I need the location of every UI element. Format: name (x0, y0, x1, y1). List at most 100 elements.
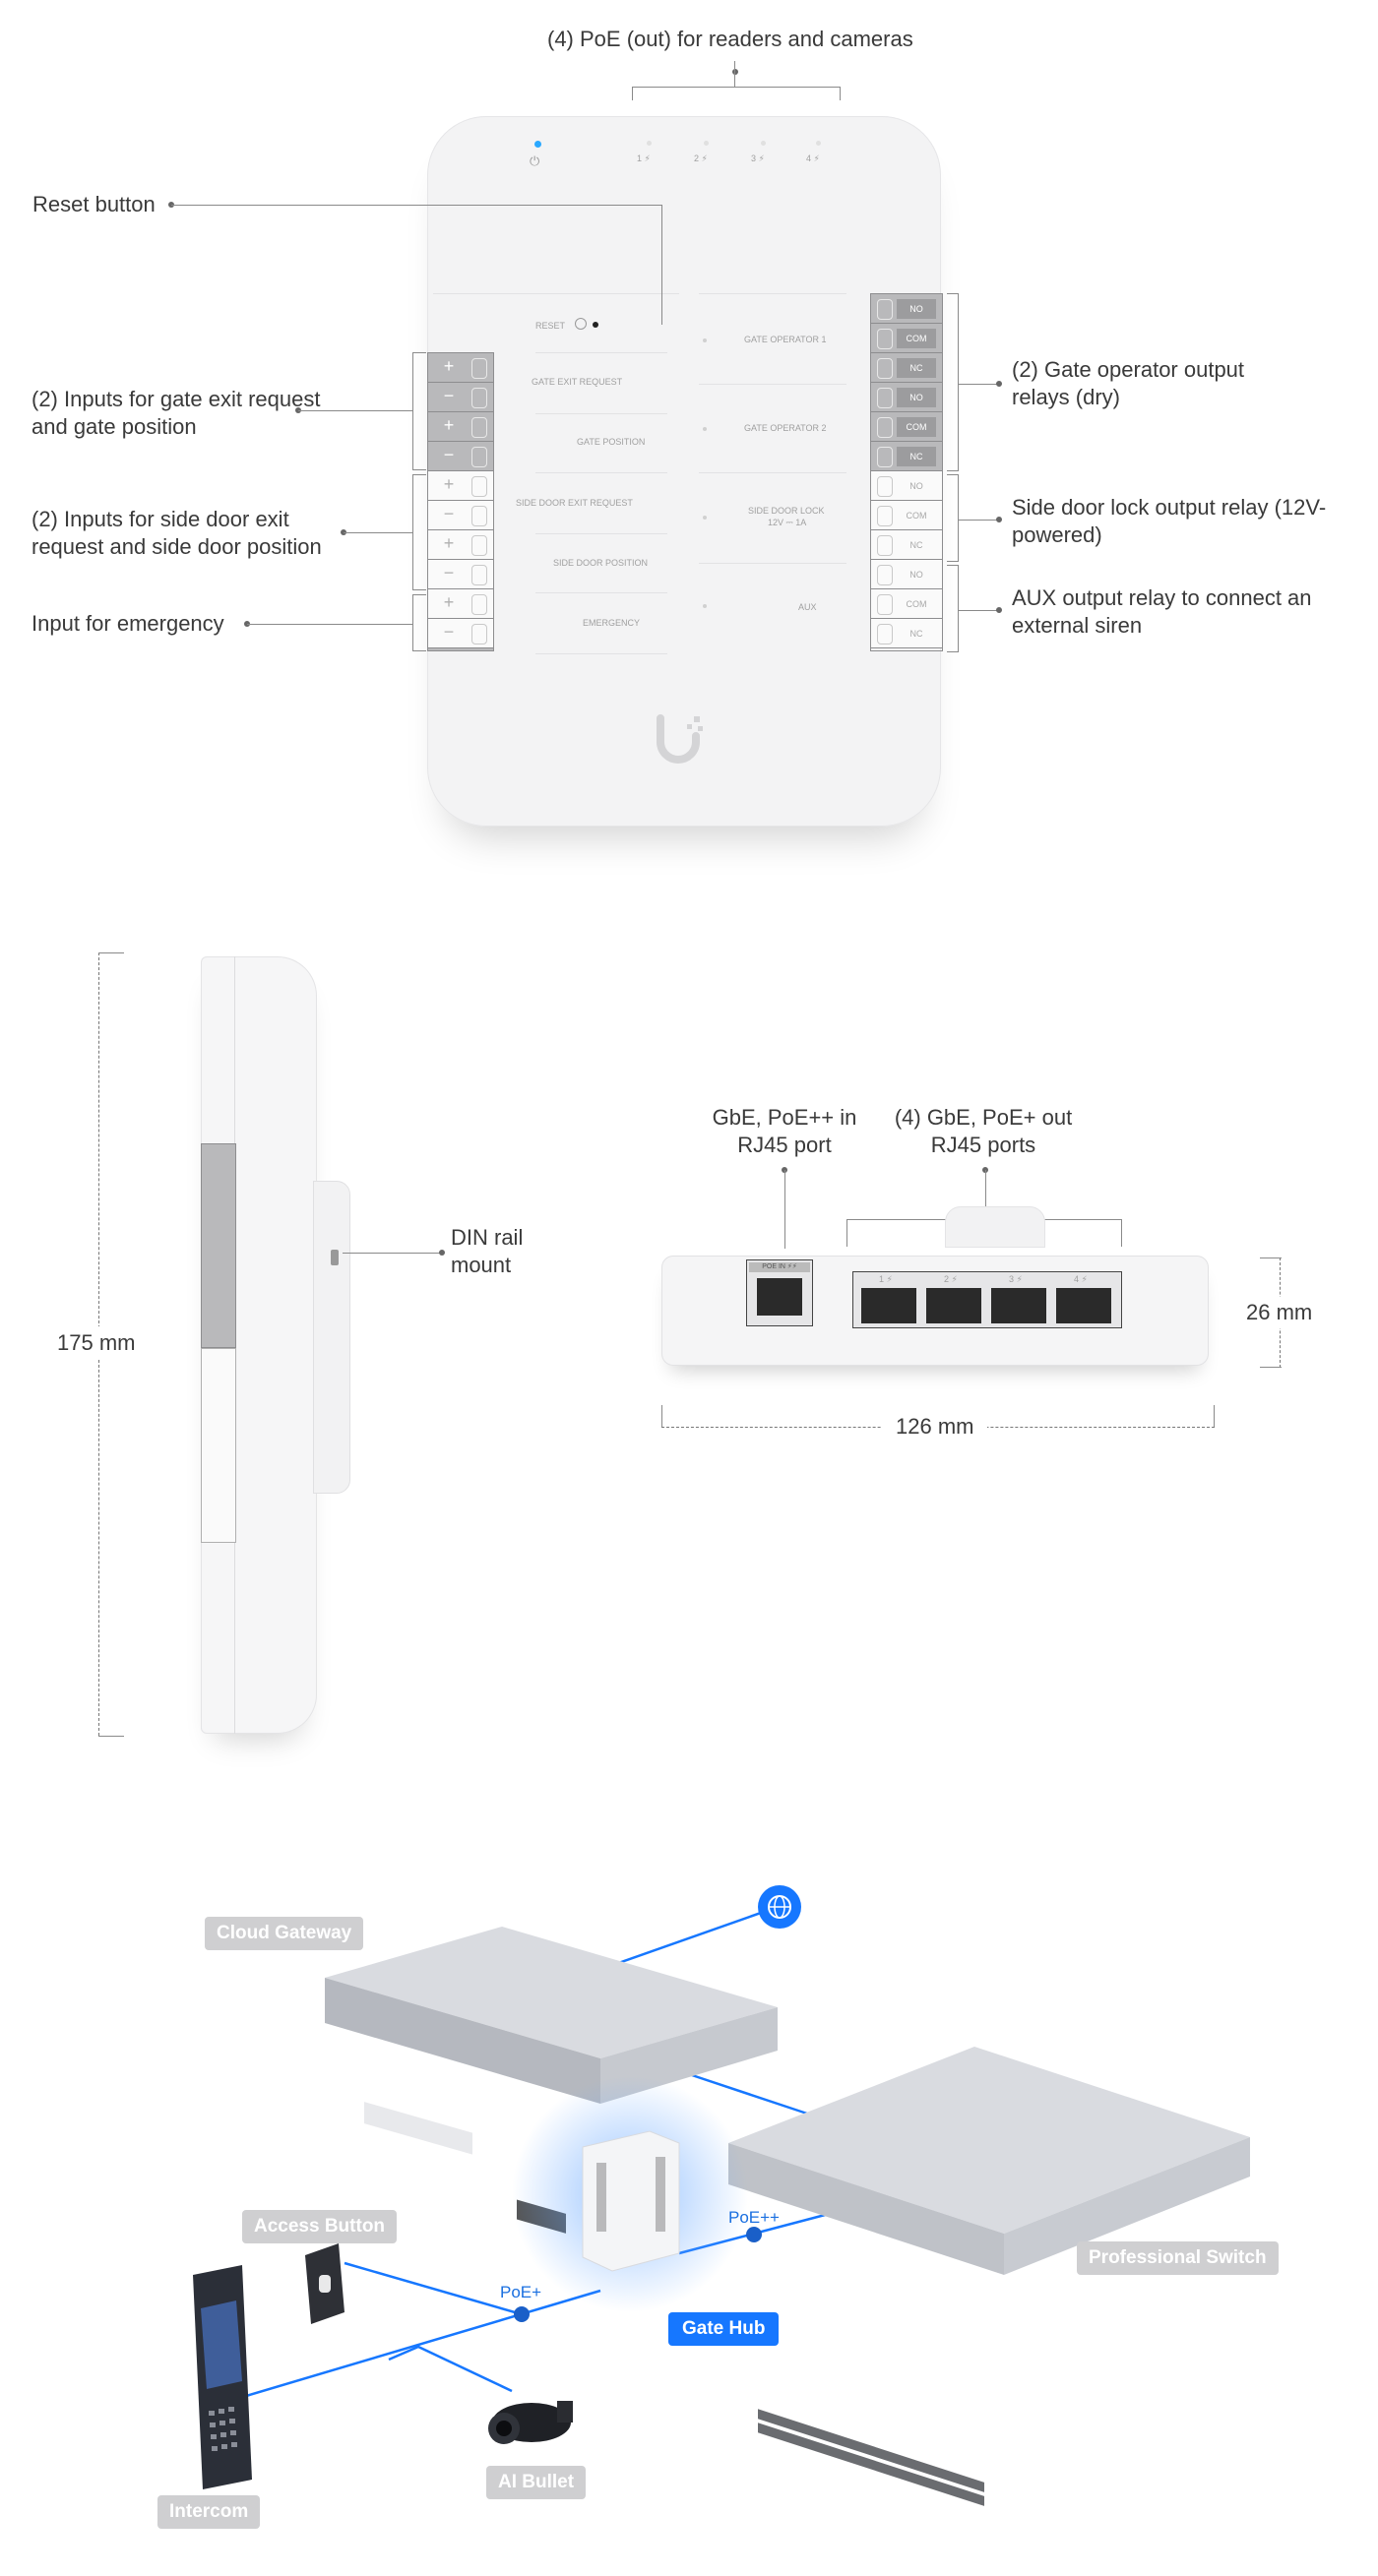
gate-relays-callout: (2) Gate operator output relays (dry) (1012, 357, 1245, 409)
rj45-socket[interactable] (861, 1288, 916, 1323)
terminal[interactable]: + (428, 353, 493, 383)
callout-bracket (412, 352, 413, 470)
din-latch (331, 1250, 339, 1265)
callout-bracket (632, 87, 633, 100)
poe-out-ports-callout: (4) GbE, PoE+ out RJ45 ports (894, 1105, 1073, 1157)
terminal-screw (877, 506, 893, 526)
callout-bracket (412, 594, 413, 651)
terminal[interactable]: + (428, 530, 493, 560)
switch-front (728, 2143, 1004, 2275)
terminal[interactable]: NC (871, 619, 942, 648)
terminal-plus: + (443, 533, 455, 553)
callout-bracket (958, 474, 959, 561)
relay-terminal-block: NO COM NC NO COM NC NO COM NC NO COM NC (870, 293, 943, 651)
terminal-screw (877, 299, 893, 320)
port-led (704, 141, 709, 146)
reset-hole[interactable] (575, 318, 587, 330)
callout-line (343, 1253, 441, 1254)
callout-line (784, 1170, 785, 1249)
rj45-socket[interactable] (926, 1288, 981, 1323)
terminal[interactable]: − (428, 442, 493, 471)
divider (699, 563, 846, 564)
terminal[interactable]: − (428, 619, 493, 648)
gate-inputs-callout: (2) Inputs for gate exit request and gat… (31, 387, 321, 439)
divider (699, 472, 846, 473)
terminal-minus: − (443, 445, 455, 464)
din-clip-top (945, 1206, 1045, 1248)
cloud-gateway-top (325, 1927, 778, 2058)
poe-marker (746, 2227, 762, 2242)
width-label: 126 mm (882, 1413, 988, 1441)
terminal[interactable]: COM (871, 589, 942, 619)
professional-switch-tag: Professional Switch (1077, 2241, 1279, 2275)
relay-led (703, 604, 707, 608)
gate-operator-1-text: GATE OPERATOR 1 (744, 335, 827, 344)
terminal[interactable]: + (428, 471, 493, 501)
callout-bracket (412, 594, 426, 595)
terminal[interactable]: + (428, 412, 493, 442)
ai-bullet-lens (496, 2421, 512, 2436)
link-gateway-switch (688, 2072, 808, 2116)
terminal[interactable]: NO (871, 383, 942, 412)
power-icon: ⏻ (530, 153, 540, 168)
poe-out-callout: (4) PoE (out) for readers and cameras (547, 27, 913, 51)
terminal[interactable]: NO (871, 471, 942, 501)
port-label: 1 ⚡ (879, 1274, 893, 1284)
terminal-screw (877, 535, 893, 556)
link-gateway-internet (609, 1905, 779, 1968)
port-led (647, 141, 652, 146)
terminal[interactable]: NC (871, 530, 942, 560)
terminal-screw (877, 417, 893, 438)
callout-line (344, 532, 412, 533)
terminal[interactable]: NO (871, 560, 942, 589)
callout-bracket (412, 474, 426, 475)
port-led (816, 141, 821, 146)
terminal[interactable]: NC (871, 442, 942, 471)
side-door-exit-request-text: SIDE DOOR EXIT REQUEST (516, 498, 633, 508)
terminal[interactable]: − (428, 383, 493, 412)
terminal-code: COM (897, 594, 936, 614)
terminal[interactable]: COM (871, 501, 942, 530)
callout-bracket (947, 561, 959, 562)
side-terminal-white (201, 1348, 236, 1543)
dimension-cap (98, 952, 124, 953)
terminal-plus: + (443, 474, 455, 494)
ai-bullet-mount (557, 2401, 573, 2423)
callout-line (734, 61, 735, 87)
port-label: 2 ⚡ (944, 1274, 958, 1284)
relay-led (703, 338, 707, 342)
terminal[interactable]: − (428, 560, 493, 589)
terminal-screw (471, 624, 487, 644)
terminal[interactable]: COM (871, 324, 942, 353)
terminal[interactable]: NC (871, 353, 942, 383)
callout-bracket (412, 474, 413, 590)
port-label: 3 ⚡ (1009, 1274, 1023, 1284)
dimension-cap (1260, 1367, 1282, 1368)
poe-in-callout: GbE, PoE++ in RJ45 port (712, 1105, 857, 1157)
rj45-socket[interactable] (991, 1288, 1046, 1323)
terminal[interactable]: − (428, 501, 493, 530)
terminal-screw (877, 447, 893, 467)
terminal-minus: − (443, 563, 455, 583)
port-led (761, 141, 766, 146)
height-label: 175 mm (51, 1326, 142, 1360)
callout-bracket (947, 565, 959, 566)
callout-bracket (1121, 1219, 1122, 1247)
terminal[interactable]: NO (871, 294, 942, 324)
callout-line (959, 520, 998, 521)
reset-callout: Reset button (32, 192, 156, 216)
rj45-socket[interactable] (1056, 1288, 1111, 1323)
divider (535, 592, 667, 593)
divider (535, 653, 667, 654)
terminal[interactable]: + (428, 589, 493, 619)
emergency-text: EMERGENCY (583, 618, 641, 628)
terminal[interactable]: COM (871, 412, 942, 442)
callout-bracket (412, 589, 426, 590)
terminal-code: COM (897, 417, 936, 437)
port-label: 3 ⚡ (751, 153, 765, 163)
reset-dot (593, 322, 598, 328)
terminal-screw (471, 417, 487, 438)
poe-in-port[interactable]: POE IN ⚡⚡ (746, 1259, 813, 1326)
terminal-code: NC (897, 624, 936, 644)
divider (535, 352, 667, 353)
